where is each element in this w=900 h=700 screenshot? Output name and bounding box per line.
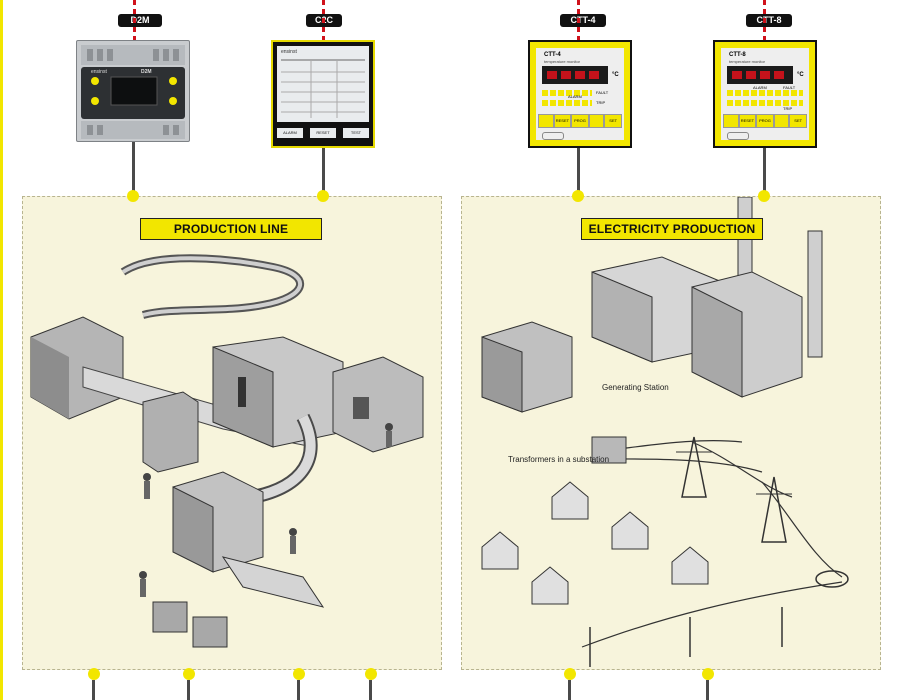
ctt4-status-fault: FAULT (596, 90, 609, 95)
connector-dot-bottom-5 (564, 668, 576, 680)
connector-dot-bottom-2 (183, 668, 195, 680)
ctt4-menu-button[interactable] (538, 114, 554, 128)
wire-d2m (132, 142, 135, 192)
ctt8-down-button[interactable] (773, 114, 790, 128)
connector-dot-bottom-1 (88, 668, 100, 680)
ctt8-face: CTT-8 temperature monitor °C ALARM FAULT… (721, 48, 809, 140)
connector-dot-bottom-6 (702, 668, 714, 680)
ctt4-button-reset[interactable]: RESET (553, 114, 572, 128)
ctt8-display (727, 66, 793, 84)
c2c-brand: ensinst (281, 49, 297, 55)
c2c-device: ensinst ALARM RESET TEST (271, 40, 375, 148)
generating-station-label: Generating Station (602, 383, 669, 392)
device-tag-ctt8: CTT-8 (746, 14, 792, 27)
ctt8-unit: °C (797, 72, 804, 78)
ctt4-down-button[interactable] (588, 114, 605, 128)
ctt8-menu-button[interactable] (723, 114, 739, 128)
signal-link-c2c (322, 0, 325, 40)
ctt4-status-alarm: ALARM (568, 94, 582, 99)
wire-ctt4 (577, 148, 580, 192)
ctt4-logo (542, 132, 564, 140)
d2m-device-art (81, 45, 185, 139)
ctt8-title: CTT-8 (729, 52, 746, 58)
d2m-brand: ensinst (91, 69, 107, 75)
ctt8-status-trip: TRIP (783, 106, 793, 111)
production-line-panel (22, 196, 442, 670)
ctt4-title: CTT-4 (544, 52, 561, 58)
signal-link-ctt4 (577, 0, 580, 40)
wire-bottom-1 (92, 680, 95, 700)
c2c-button-alarm[interactable]: ALARM (277, 128, 303, 138)
ctt4-display (542, 66, 608, 84)
d2m-device: ensinst D2M (76, 40, 190, 142)
ctt8-button-set[interactable]: SET (789, 114, 807, 128)
wire-bottom-5 (568, 680, 571, 700)
device-tag-d2m: D2M (118, 14, 162, 27)
d2m-model: D2M (141, 69, 152, 75)
electricity-production-panel: Generating Station Transformers in a sub… (461, 196, 881, 670)
connector-dot-bottom-3 (293, 668, 305, 680)
ctt8-status-alarm: ALARM (753, 85, 767, 90)
ctt8-subtitle: temperature monitor (729, 59, 766, 64)
ctt8-leds (727, 90, 803, 110)
connector-dot-d2m (127, 190, 139, 202)
left-edge-line (0, 0, 3, 700)
connector-dot-bottom-4 (365, 668, 377, 680)
signal-link-d2m (133, 0, 136, 40)
ctt8-button-prog[interactable]: PROG (756, 114, 774, 128)
c2c-button-reset[interactable]: RESET (310, 128, 336, 138)
ctt4-face: CTT-4 temperature monitor °C ALARM FAULT… (536, 48, 624, 140)
ctt8-button-row: RESET PROG SET (723, 114, 807, 128)
wire-bottom-3 (297, 680, 300, 700)
connector-dot-ctt8 (758, 190, 770, 202)
wire-ctt8 (763, 148, 766, 192)
connector-dot-c2c (317, 190, 329, 202)
ctt4-leds (542, 90, 618, 110)
c2c-screen: ensinst (277, 46, 369, 122)
wire-bottom-6 (706, 680, 709, 700)
signal-link-ctt8 (763, 0, 766, 40)
electricity-production-illustration (481, 197, 849, 667)
ctt4-device: CTT-4 temperature monitor °C ALARM FAULT… (528, 40, 632, 148)
production-line-title: PRODUCTION LINE (140, 218, 322, 240)
ctt4-status-trip: TRIP (596, 100, 606, 105)
ctt4-button-row: RESET PROG SET (538, 114, 622, 128)
wire-bottom-2 (187, 680, 190, 700)
electricity-production-title: ELECTRICITY PRODUCTION (581, 218, 763, 240)
ctt8-logo (727, 132, 749, 140)
c2c-screen-grid (281, 59, 365, 118)
device-tag-ctt4: CTT-4 (560, 14, 606, 27)
wire-bottom-4 (369, 680, 372, 700)
ctt4-button-set[interactable]: SET (604, 114, 622, 128)
c2c-button-test[interactable]: TEST (343, 128, 369, 138)
c2c-button-row: ALARM RESET TEST (277, 128, 369, 140)
transformers-label: Transformers in a substation (508, 455, 610, 464)
ctt8-button-reset[interactable]: RESET (738, 114, 757, 128)
ctt4-subtitle: temperature monitor (544, 59, 581, 64)
ctt8-device: CTT-8 temperature monitor °C ALARM FAULT… (713, 40, 817, 148)
ctt4-unit: °C (612, 72, 619, 78)
production-line-illustration (30, 254, 424, 648)
ctt8-status-fault: FAULT (783, 85, 796, 90)
connector-dot-ctt4 (572, 190, 584, 202)
wire-c2c (322, 148, 325, 192)
ctt4-button-prog[interactable]: PROG (571, 114, 589, 128)
